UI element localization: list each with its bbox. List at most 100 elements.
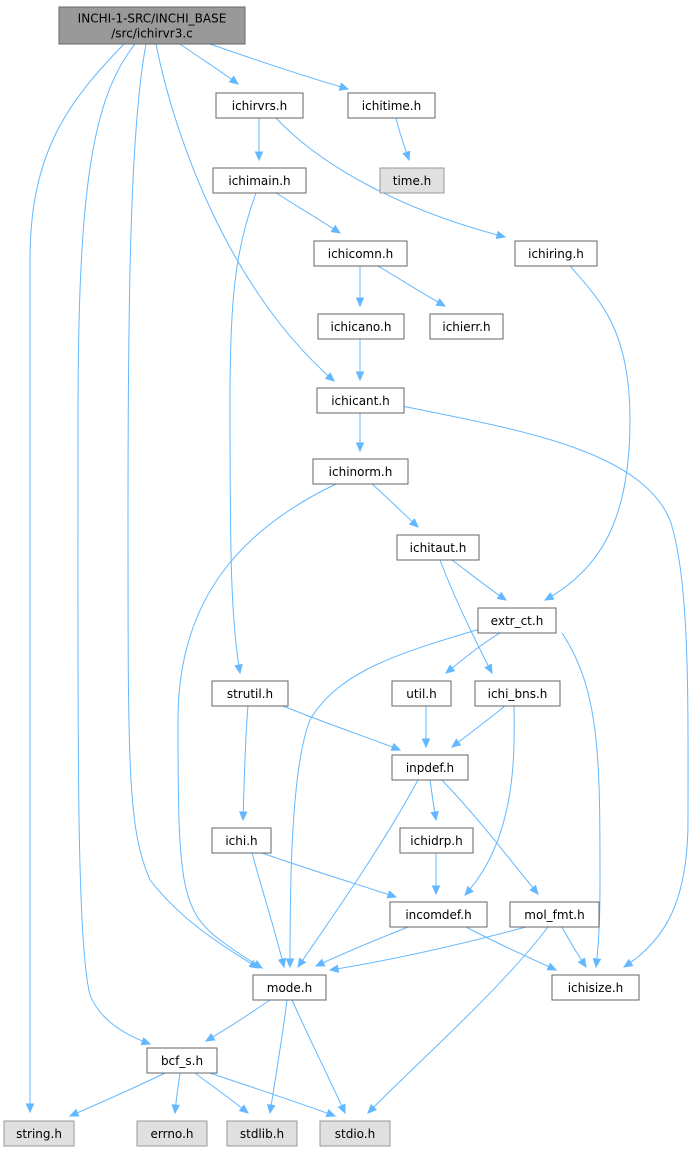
node-box xyxy=(226,1120,298,1147)
edge-line xyxy=(242,705,249,821)
arrowhead xyxy=(355,297,365,308)
edge-extr_ct-to-util xyxy=(445,632,501,674)
arrowhead xyxy=(484,663,493,675)
node-box xyxy=(319,1120,391,1147)
edge-line xyxy=(251,852,285,968)
node-ichicano[interactable]: ichicano.h xyxy=(317,313,405,340)
arrowhead xyxy=(431,885,441,896)
edge-line xyxy=(179,43,239,85)
edge-line xyxy=(329,926,527,971)
node-mol-fmt[interactable]: mol_fmt.h xyxy=(509,901,600,928)
node-label: ichierr.h xyxy=(442,320,490,334)
node-bcf-s[interactable]: bcf_s.h xyxy=(146,1047,218,1074)
node-incomdef[interactable]: incomdef.h xyxy=(389,901,488,928)
node-mode[interactable]: mode.h xyxy=(252,974,327,1001)
node-ichi[interactable]: ichi.h xyxy=(211,827,272,854)
arrowhead xyxy=(338,82,350,91)
node-ichi-bns[interactable]: ichi_bns.h xyxy=(474,680,561,707)
edge-ichi_bns-to-inpdef xyxy=(451,705,506,748)
node-label: errno.h xyxy=(151,1127,194,1141)
node-ichisize[interactable]: ichisize.h xyxy=(551,974,640,1001)
node-label: ichirvrs.h xyxy=(232,99,288,113)
edge-line xyxy=(297,779,419,968)
edge-line xyxy=(209,43,349,90)
edge-ichi-to-mode xyxy=(251,852,287,969)
edge-line xyxy=(441,779,539,895)
arrowhead xyxy=(297,957,307,969)
edge-bcf_s-to-string xyxy=(68,1072,166,1117)
node-box xyxy=(312,458,409,485)
node-ichitime[interactable]: ichitime.h xyxy=(347,92,436,119)
nodes-layer: INCHI-1-SRC/INCHI_BASE/src/ichirvr3.cich… xyxy=(3,6,640,1147)
arrowhead xyxy=(386,890,398,899)
node-label: ichicant.h xyxy=(331,394,390,408)
edge-ichicomn-to-ichicano xyxy=(355,266,365,308)
edge-root-to-ichirvrs xyxy=(179,43,239,85)
node-stdio: stdio.h xyxy=(319,1120,391,1147)
arrowhead xyxy=(367,1103,377,1114)
node-ichitaut[interactable]: ichitaut.h xyxy=(396,534,480,561)
arrowhead xyxy=(140,1037,152,1046)
node-ichicomn[interactable]: ichicomn.h xyxy=(313,240,408,267)
edge-ichimain-to-strutil xyxy=(229,192,257,675)
node-box xyxy=(317,313,405,340)
edge-util-to-inpdef xyxy=(421,706,431,749)
edge-line xyxy=(282,705,401,751)
arrowhead xyxy=(277,957,287,969)
node-box xyxy=(211,680,289,707)
edge-mol_fmt-to-ichisize xyxy=(561,926,587,969)
node-label: ichi.h xyxy=(225,834,257,848)
edge-bcf_s-to-stdio xyxy=(209,1072,337,1118)
arrowhead xyxy=(324,372,335,382)
node-ichicant[interactable]: ichicant.h xyxy=(316,387,405,414)
node-label: string.h xyxy=(16,1127,62,1141)
node-util[interactable]: util.h xyxy=(391,680,452,707)
node-label: bcf_s.h xyxy=(161,1054,203,1068)
edge-line xyxy=(269,999,288,1114)
node-ichimain[interactable]: ichimain.h xyxy=(212,167,307,194)
arrowhead xyxy=(402,150,411,162)
node-inpdef[interactable]: inpdef.h xyxy=(391,754,469,781)
edge-inpdef-to-ichidrp xyxy=(429,779,439,822)
edge-line xyxy=(561,632,601,968)
node-box xyxy=(316,387,405,414)
node-label: inpdef.h xyxy=(406,761,454,775)
node-ichirvrs[interactable]: ichirvrs.h xyxy=(215,92,304,119)
node-ichidrp[interactable]: ichidrp.h xyxy=(399,827,474,854)
edge-ichitaut-to-ichi_bns xyxy=(439,559,493,675)
node-box xyxy=(3,1120,75,1147)
arrowhead xyxy=(267,1103,276,1115)
node-label: ichi_bns.h xyxy=(488,687,548,701)
arrowhead xyxy=(546,962,558,971)
node-box xyxy=(347,92,436,119)
node-label: incomdef.h xyxy=(405,908,471,922)
node-box xyxy=(474,680,561,707)
node-strutil[interactable]: strutil.h xyxy=(211,680,289,707)
edges-layer xyxy=(25,43,689,1118)
edge-line xyxy=(289,625,491,968)
edge-root-to-string xyxy=(25,43,125,1114)
node-label: extr_ct.h xyxy=(491,614,544,628)
edge-line xyxy=(155,43,335,382)
node-ichierr[interactable]: ichierr.h xyxy=(429,313,504,340)
arrowhead xyxy=(238,1104,249,1114)
node-ichiring[interactable]: ichiring.h xyxy=(514,240,598,267)
node-stdlib: stdlib.h xyxy=(226,1120,298,1147)
node-label: time.h xyxy=(393,174,432,188)
edge-line xyxy=(315,926,409,967)
node-label: ichicano.h xyxy=(331,320,392,334)
arrowhead xyxy=(355,371,365,382)
arrowhead xyxy=(430,810,439,822)
arrowhead xyxy=(337,1103,346,1115)
arrowhead xyxy=(314,958,326,967)
arrowhead xyxy=(577,957,587,969)
node-box xyxy=(212,167,307,194)
edge-line xyxy=(229,192,257,674)
arrowhead xyxy=(204,1033,216,1042)
arrowhead xyxy=(451,738,462,748)
node-box xyxy=(146,1047,218,1074)
edge-root-to-bcf_s xyxy=(77,43,152,1046)
edge-mode-to-stdlib xyxy=(267,999,288,1115)
node-ichinorm[interactable]: ichinorm.h xyxy=(312,458,409,485)
node-extr-ct[interactable]: extr_ct.h xyxy=(477,607,557,634)
